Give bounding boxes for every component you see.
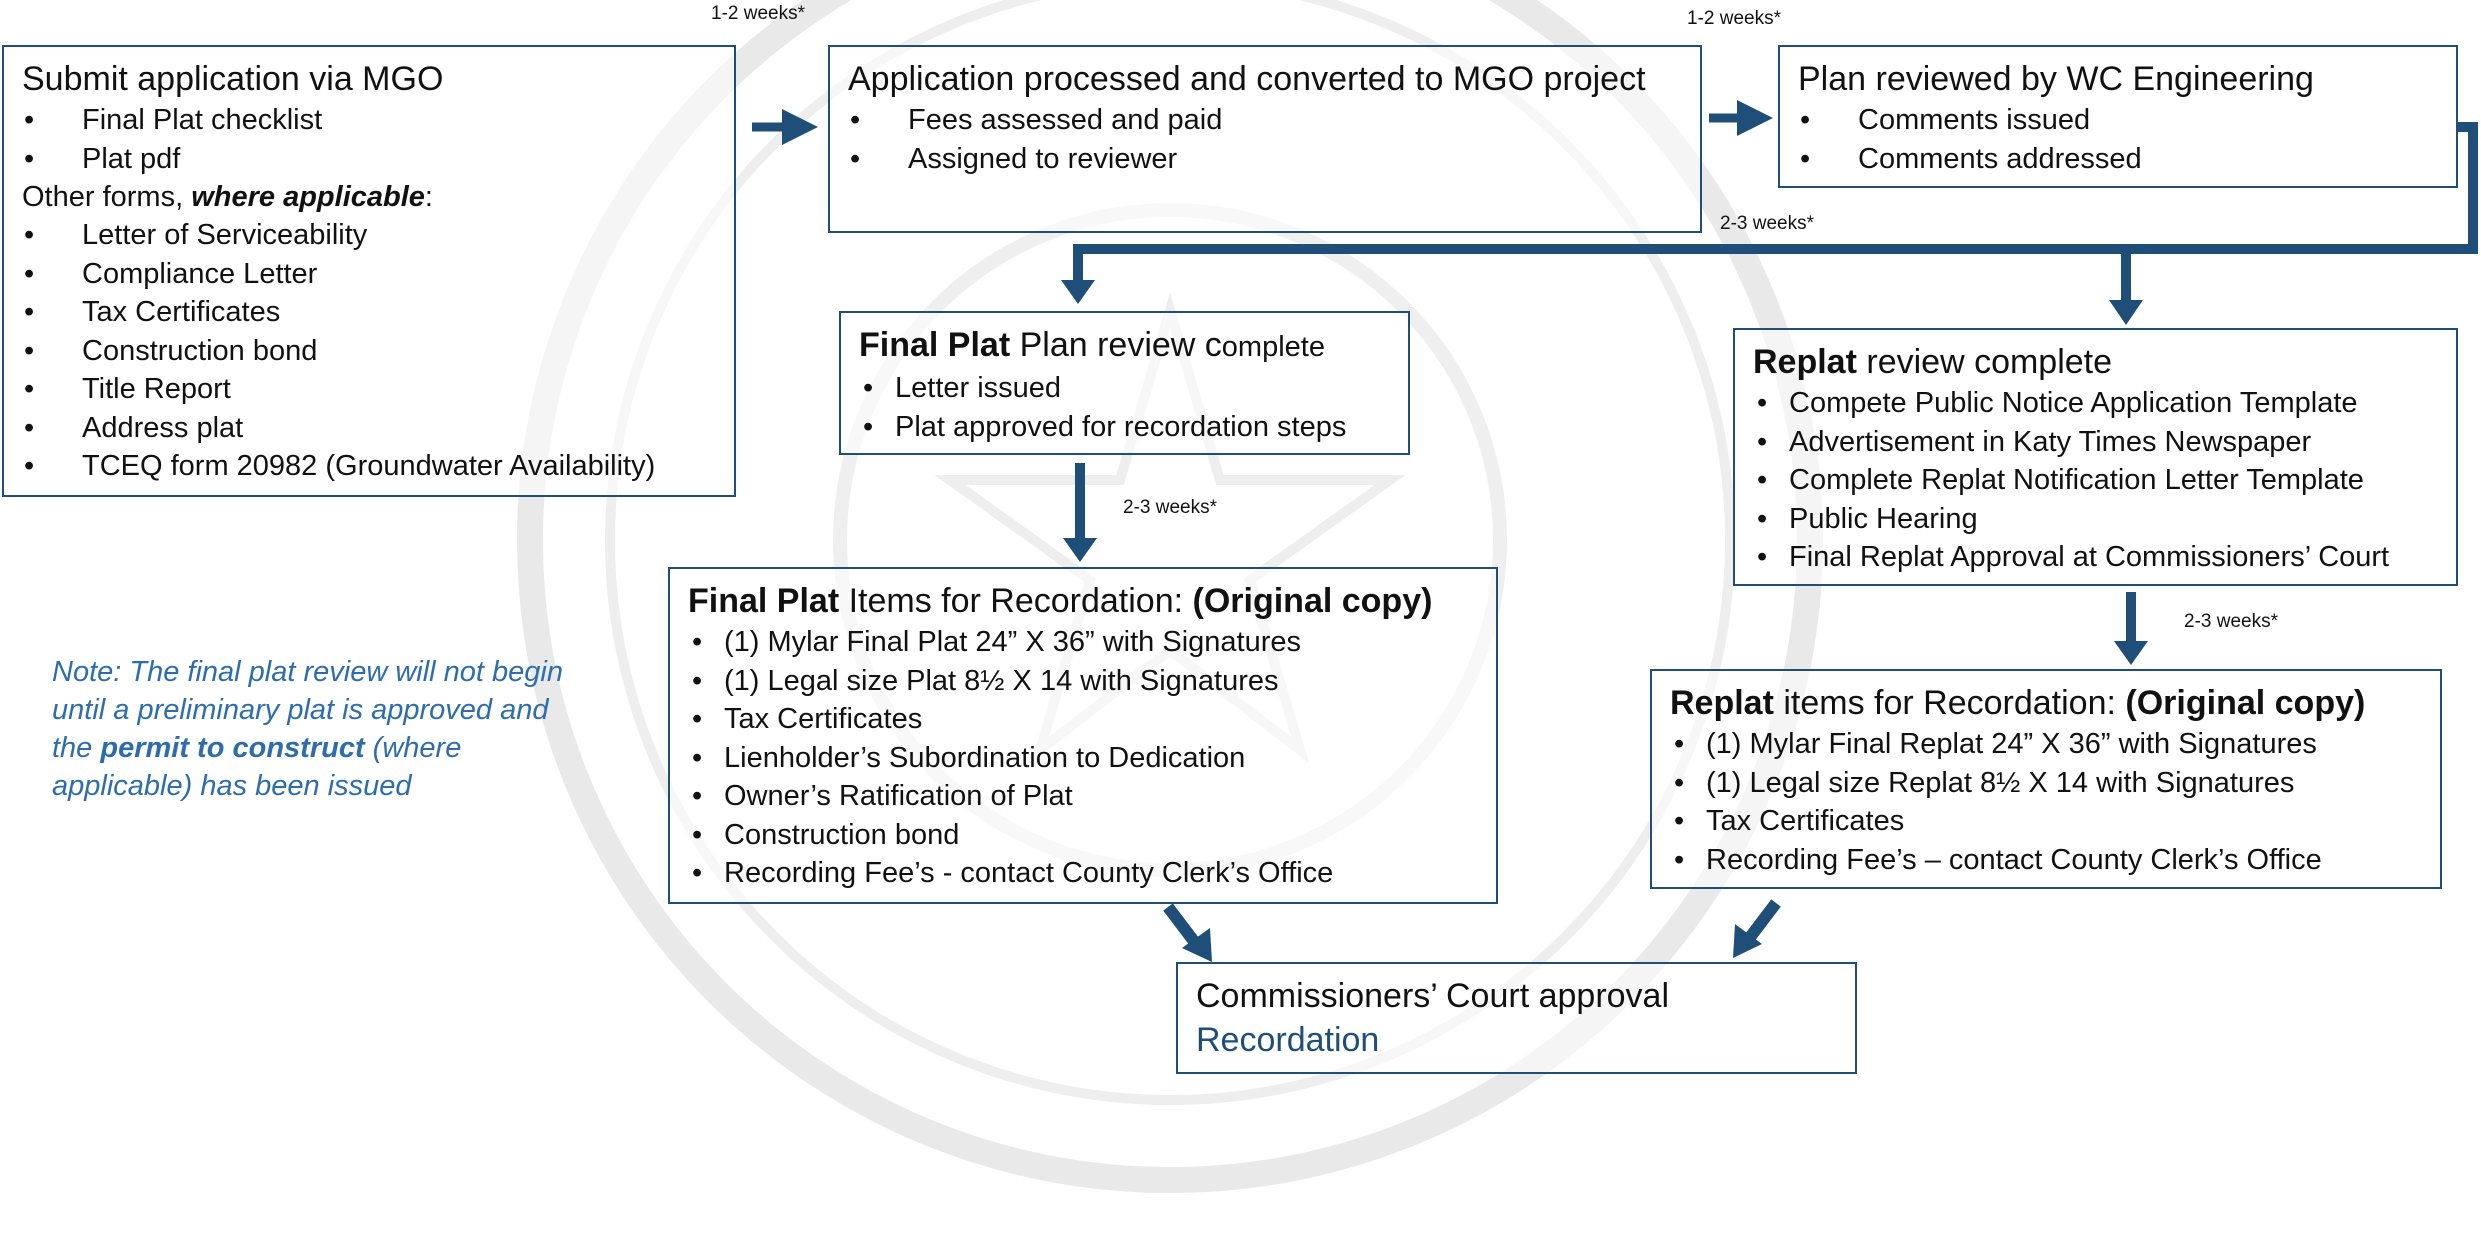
arrow-head-final-review (1061, 280, 1095, 304)
list-item: Plat approved for recordation steps (859, 408, 1390, 447)
replat-review-title: Replat review complete (1753, 343, 2113, 381)
list-item: Complete Replat Notification Letter Temp… (1753, 461, 2438, 500)
list-item: Compete Public Notice Application Templa… (1753, 384, 2438, 423)
replat-items-box: Replat items for Recordation: (Original … (1650, 669, 2442, 889)
list-item: Comments addressed (1798, 140, 2438, 179)
arrow-head-replat-items (2114, 641, 2148, 665)
list-item: Advertisement in Katy Times Newspaper (1753, 423, 2438, 462)
list-item: Final Plat checklist (22, 101, 716, 140)
duration-label: 2-3 weeks* (2184, 611, 2278, 632)
list-item: (1) Legal size Plat 8½ X 14 with Signatu… (688, 662, 1478, 701)
list-item: Recording Fee’s – contact County Clerk’s… (1670, 841, 2422, 880)
list-item: (1) Legal size Replat 8½ X 14 with Signa… (1670, 764, 2422, 803)
recordation-label: Recordation (1196, 1021, 1380, 1059)
submit-application-box: Submit application via MGO Final Plat ch… (2, 45, 736, 497)
submit-title: Submit application via MGO (22, 60, 444, 98)
arrow-head-approval-left (1182, 928, 1212, 962)
list-item: (1) Mylar Final Plat 24” X 36” with Sign… (688, 623, 1478, 662)
duration-label: 1-2 weeks* (1687, 8, 1781, 29)
list-item: Comments issued (1798, 101, 2438, 140)
list-item: Recording Fee’s - contact County Clerk’s… (688, 854, 1478, 893)
list-item: Public Hearing (1753, 500, 2438, 539)
list-item: Owner’s Ratification of Plat (688, 777, 1478, 816)
final-plat-items-box: Final Plat Items for Recordation: (Origi… (668, 567, 1498, 904)
application-processed-box: Application processed and converted to M… (828, 45, 1702, 233)
list-item: Address plat (22, 409, 716, 448)
arrow-head-final-items (1063, 538, 1097, 562)
arrow-head-replat-review (2109, 300, 2143, 325)
duration-label: 2-3 weeks* (1720, 213, 1814, 234)
processed-title: Application processed and converted to M… (848, 60, 1646, 98)
review-note: Note: The final plat review will not beg… (52, 656, 563, 802)
arrow-head-approval-right (1733, 924, 1762, 958)
final-review-title: Final Plat Plan review complete (859, 326, 1325, 364)
flow-arrows (752, 100, 2478, 962)
final-plat-review-box: Final Plat Plan review complete Letter i… (839, 311, 1410, 455)
other-forms-label: Other forms, where applicable: (22, 181, 433, 213)
list-item: Assigned to reviewer (848, 140, 1682, 179)
list-item: Title Report (22, 370, 716, 409)
duration-label: 2-3 weeks* (1123, 497, 1217, 518)
final-items-title: Final Plat Items for Recordation: (Origi… (688, 582, 1433, 620)
engineering-review-box: Plan reviewed by WC Engineering Comments… (1778, 45, 2458, 188)
list-item: Tax Certificates (688, 700, 1478, 739)
list-item: Construction bond (22, 332, 716, 371)
arrow-replat-items-to-approval (1743, 899, 1781, 944)
engineering-title: Plan reviewed by WC Engineering (1798, 60, 2314, 98)
arrow-engineering-branch (1073, 122, 2478, 282)
replat-items-title: Replat items for Recordation: (Original … (1670, 684, 2366, 722)
approval-line1: Commissioners’ Court approval (1196, 977, 1670, 1015)
list-item: Tax Certificates (1670, 802, 2422, 841)
list-item: Letter issued (859, 369, 1390, 408)
replat-review-box: Replat review complete Compete Public No… (1733, 328, 2458, 586)
list-item: Tax Certificates (22, 293, 716, 332)
list-item: Plat pdf (22, 140, 716, 179)
list-item: (1) Mylar Final Replat 24” X 36” with Si… (1670, 725, 2422, 764)
arrow-final-items-to-approval (1163, 903, 1201, 948)
list-item: Fees assessed and paid (848, 101, 1682, 140)
list-item: Lienholder’s Subordination to Dedication (688, 739, 1478, 778)
list-item: TCEQ form 20982 (Groundwater Availabilit… (22, 447, 716, 486)
list-item: Final Replat Approval at Commissioners’ … (1753, 538, 2438, 577)
list-item: Letter of Serviceability (22, 216, 716, 255)
duration-label: 1-2 weeks* (711, 3, 805, 24)
list-item: Compliance Letter (22, 255, 716, 294)
list-item: Construction bond (688, 816, 1478, 855)
